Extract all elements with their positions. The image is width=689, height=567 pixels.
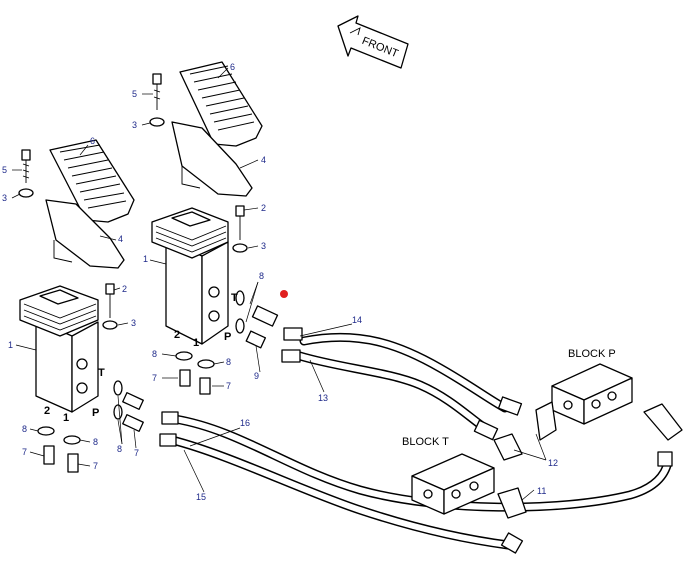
callout-12: 12 — [548, 458, 558, 468]
hose-15 — [167, 435, 513, 550]
callout-7: 7 — [226, 381, 231, 391]
callout-13: 13 — [318, 393, 328, 403]
o-ring-8d — [113, 404, 123, 420]
block-p-label: BLOCK P — [568, 348, 616, 360]
fitting-7e — [179, 369, 191, 387]
callout-3: 3 — [261, 241, 266, 251]
callout-4: 4 — [261, 155, 266, 165]
callout-15: 15 — [196, 492, 206, 502]
port-t-left: T — [98, 367, 105, 379]
hose-end-15 — [159, 433, 177, 447]
port-1-right: 1 — [193, 337, 199, 349]
callout-8: 8 — [22, 424, 27, 434]
o-ring-8b — [63, 435, 81, 445]
left-nut-3 — [18, 188, 34, 198]
block-t — [411, 419, 527, 554]
port-p-left: P — [92, 407, 99, 419]
callout-7: 7 — [22, 447, 27, 457]
callout-7: 7 — [93, 461, 98, 471]
fitting-9 — [245, 330, 267, 349]
callout-5: 5 — [132, 89, 137, 99]
callout-3: 3 — [2, 193, 7, 203]
port-labels: T P 2 1 T P 2 1 — [44, 292, 238, 424]
o-ring-8h — [235, 318, 245, 334]
callout-6: 6 — [90, 136, 95, 146]
left-bolt-5 — [21, 149, 31, 183]
left-valve — [19, 285, 99, 413]
callout-8: 8 — [226, 357, 231, 367]
left-nut-3b — [102, 320, 118, 330]
port-2-left: 2 — [44, 405, 50, 417]
callout-7: 7 — [152, 373, 157, 383]
port-t-right: T — [231, 292, 238, 304]
fitting-7f — [199, 377, 211, 395]
o-ring-8g — [235, 290, 245, 306]
right-bolt-5 — [152, 73, 162, 110]
o-ring-8a — [37, 426, 55, 436]
fitting-7d — [122, 414, 144, 432]
callout-8: 8 — [93, 437, 98, 447]
callout-16: 16 — [240, 418, 250, 428]
hose-end-13 — [281, 349, 301, 363]
hose-end-14 — [283, 327, 303, 341]
hose-14 — [299, 332, 510, 413]
callout-11: 11 — [537, 486, 546, 496]
callout-6: 6 — [230, 62, 235, 72]
fitting-7c — [122, 392, 144, 410]
red-marker-icon — [280, 290, 288, 298]
right-pedal — [179, 61, 263, 147]
port-2-right: 2 — [174, 329, 180, 341]
callout-7: 7 — [134, 448, 139, 458]
o-ring-8c — [113, 380, 123, 396]
leader-lines — [11, 67, 547, 501]
right-valve — [151, 207, 229, 345]
callout-1: 1 — [8, 340, 13, 350]
callout-4: 4 — [118, 234, 123, 244]
fitting-7a — [43, 445, 55, 465]
front-arrow-icon: FRONT — [337, 15, 409, 69]
callout-1: 1 — [143, 254, 148, 264]
port-1-left: 1 — [63, 412, 69, 424]
block-t-label: BLOCK T — [402, 436, 449, 448]
fitting-10 — [251, 305, 279, 327]
callouts: 5 3 6 4 1 2 3 5 3 6 4 1 2 3 8 9 14 13 16… — [2, 62, 558, 502]
right-pedal-bracket — [171, 121, 253, 197]
right-nut-3 — [149, 117, 165, 127]
callout-3: 3 — [131, 318, 136, 328]
callout-2: 2 — [122, 284, 127, 294]
callout-2: 2 — [261, 203, 266, 213]
left-pedal-bracket — [45, 199, 125, 269]
callout-8: 8 — [117, 444, 122, 454]
callout-14: 14 — [352, 315, 362, 325]
callout-8: 8 — [152, 349, 157, 359]
o-ring-8e — [175, 351, 193, 361]
callout-3: 3 — [132, 120, 137, 130]
fitting-7b — [67, 453, 79, 473]
callout-5: 5 — [2, 165, 7, 175]
right-nut-3b — [232, 243, 248, 253]
hose-13 — [295, 351, 490, 433]
block-p — [497, 363, 683, 467]
callout-9: 9 — [254, 371, 259, 381]
hose-end-16 — [161, 411, 179, 425]
callout-8: 8 — [259, 271, 264, 281]
left-bolt-2 — [105, 283, 115, 318]
port-p-right: P — [224, 331, 231, 343]
o-ring-8f — [197, 359, 215, 369]
right-bolt-2 — [235, 205, 245, 240]
